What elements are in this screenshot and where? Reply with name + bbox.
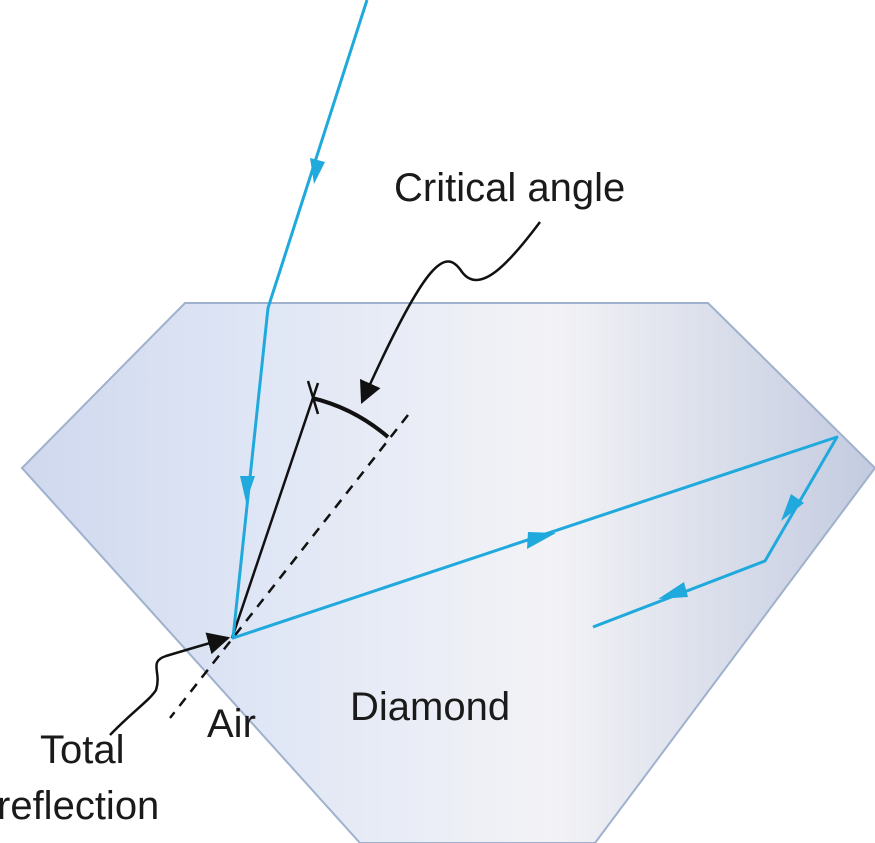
diamond-shape [20,302,875,843]
critical-angle-pointer [360,221,541,405]
total-reflection-label-line2: reflection [0,784,159,828]
arc-tick-top [306,380,320,415]
incidence-reference-line [230,382,320,639]
ray-arrow-exit [658,582,688,599]
ray-arrow-right-facet [781,494,804,521]
ray-arrow-inside [240,476,255,502]
air-label: Air [207,702,256,746]
ray-arrow-reflected [527,532,556,549]
total-reflection-pointer [109,632,231,736]
ray-arrow-incoming [310,158,325,184]
total-reflection-label-line1: Total [40,728,125,772]
diamond-label: Diamond [350,685,510,729]
critical-angle-arc [311,396,390,439]
critical-angle-label: Critical angle [394,166,625,210]
